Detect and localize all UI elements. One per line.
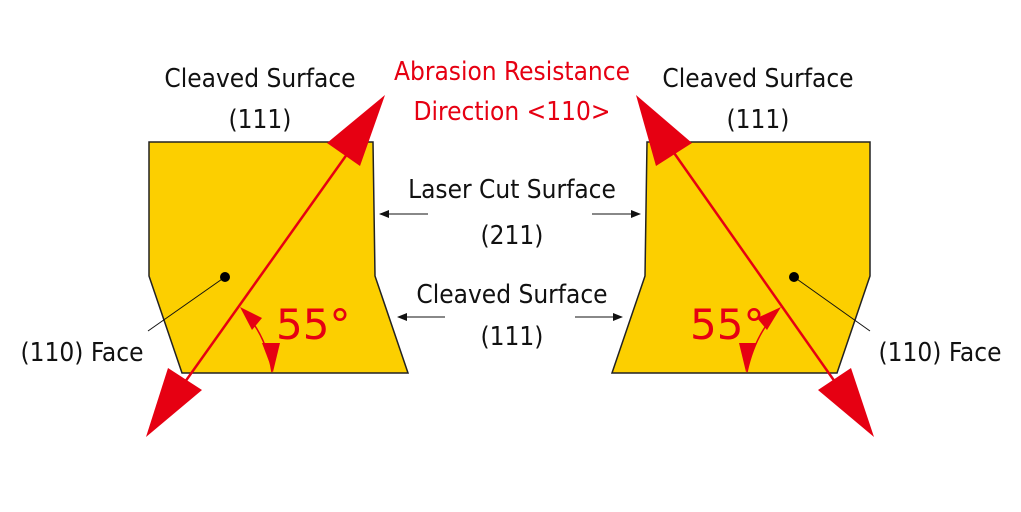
abrasion-title-line2: Direction <110> (414, 97, 611, 127)
middle-cleaved-index: (111) (481, 322, 544, 352)
right-direction-line (670, 149, 842, 390)
laser-cut-label: Laser Cut Surface (408, 175, 616, 205)
abrasion-title-line1: Abrasion Resistance (394, 57, 630, 87)
left-angle-label: 55° (276, 300, 350, 349)
right-face-leader (793, 276, 871, 332)
middle-cleaved-label: Cleaved Surface (416, 280, 607, 310)
right-angle-arrow-top (757, 307, 781, 330)
right-crystal (610, 95, 874, 437)
left-top-label: Cleaved Surface (164, 64, 355, 94)
left-crystal-shape (148, 141, 410, 374)
right-top-index: (111) (727, 105, 790, 135)
right-arrowhead-down (818, 368, 874, 437)
right-top-label: Cleaved Surface (662, 64, 853, 94)
right-face-dot (789, 272, 799, 282)
left-direction-line (178, 149, 352, 390)
right-angle-arrow-bottom (739, 343, 756, 372)
left-face-dot (220, 272, 230, 282)
right-arrowhead-up (636, 95, 692, 166)
left-arrowhead-up (327, 95, 385, 166)
left-arrowhead-down (146, 368, 202, 437)
right-face-label: (110) Face (879, 338, 1002, 368)
right-angle-label: 55° (690, 300, 764, 349)
left-angle-arrow-top (240, 307, 262, 330)
right-crystal-shape (610, 141, 871, 374)
left-angle-arrow-bottom (262, 343, 280, 372)
left-face-label: (110) Face (21, 338, 144, 368)
left-crystal (146, 95, 410, 437)
left-face-leader (147, 276, 226, 332)
laser-cut-index: (211) (481, 221, 544, 251)
left-top-index: (111) (229, 105, 292, 135)
